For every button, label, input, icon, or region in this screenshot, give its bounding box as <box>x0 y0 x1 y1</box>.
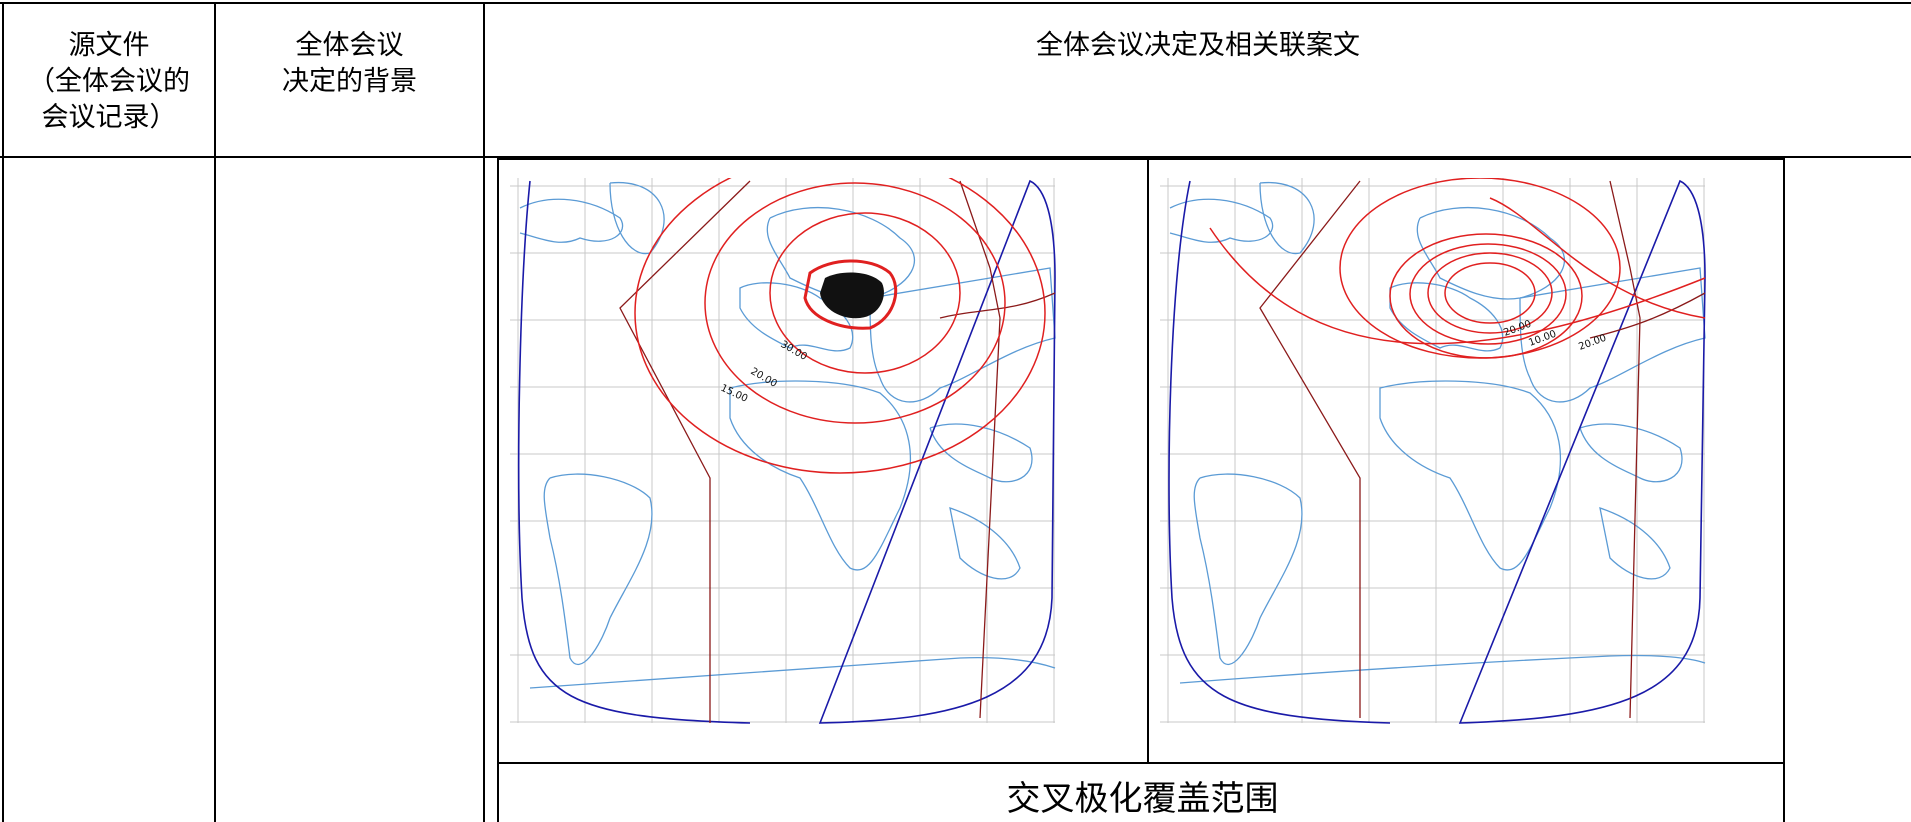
inner-table-top-border <box>497 158 1785 160</box>
header-decision-line: 全体会议决定及相关联案文 <box>1036 30 1360 61</box>
left-map-svg: 30.00 20.00 15.00 <box>510 178 1056 724</box>
header-source-line-2: （全体会议的 <box>28 66 190 97</box>
header-source-document: 源文件 （全体会议的 会议记录） <box>4 28 214 136</box>
left-contour-label-15: 15.00 <box>719 383 750 405</box>
inner-table-right-border <box>1783 158 1785 822</box>
right-map-contours <box>1209 178 1706 359</box>
right-coverage-map: 20.00 10.00 20.00 <box>1160 178 1708 726</box>
header-background-line-2: 决定的背景 <box>282 66 417 97</box>
left-map-service-area <box>820 272 884 319</box>
header-source-line-1: 源文件 <box>68 30 150 61</box>
left-map-coastlines <box>519 182 1056 689</box>
left-contour-label-30: 30.00 <box>779 339 809 363</box>
col1-right-border <box>214 2 216 822</box>
col2-right-border <box>483 2 485 822</box>
right-contour-label-20b: 20.00 <box>1577 333 1608 353</box>
table-top-border <box>0 2 1911 4</box>
header-source-line-3: 会议记录） <box>41 102 177 133</box>
left-map-boundary <box>517 179 1056 724</box>
left-map-grid <box>510 178 1055 723</box>
header-decision-background: 全体会议 决定的背景 <box>216 28 483 100</box>
inner-table-left-border <box>497 158 499 822</box>
header-bottom-border <box>0 156 1911 158</box>
left-coverage-map: 30.00 20.00 15.00 <box>510 178 1058 726</box>
right-map-svg: 20.00 10.00 20.00 <box>1160 178 1706 724</box>
cross-polarization-caption: 交叉极化覆盖范围 <box>1006 779 1279 819</box>
right-map-coastlines <box>1169 182 1706 684</box>
header-decision-text: 全体会议决定及相关联案文 <box>485 28 1911 64</box>
header-background-line-1: 全体会议 <box>295 30 404 61</box>
caption-top-border <box>497 762 1785 764</box>
right-map-boundary <box>1168 179 1706 724</box>
left-map-contours <box>634 178 1046 474</box>
inner-table-middle-border <box>1147 158 1149 763</box>
table-left-border <box>2 2 4 822</box>
right-map-region-lines <box>1259 180 1706 719</box>
left-contour-label-20: 20.00 <box>749 366 779 390</box>
left-map-region-lines <box>619 180 1056 723</box>
